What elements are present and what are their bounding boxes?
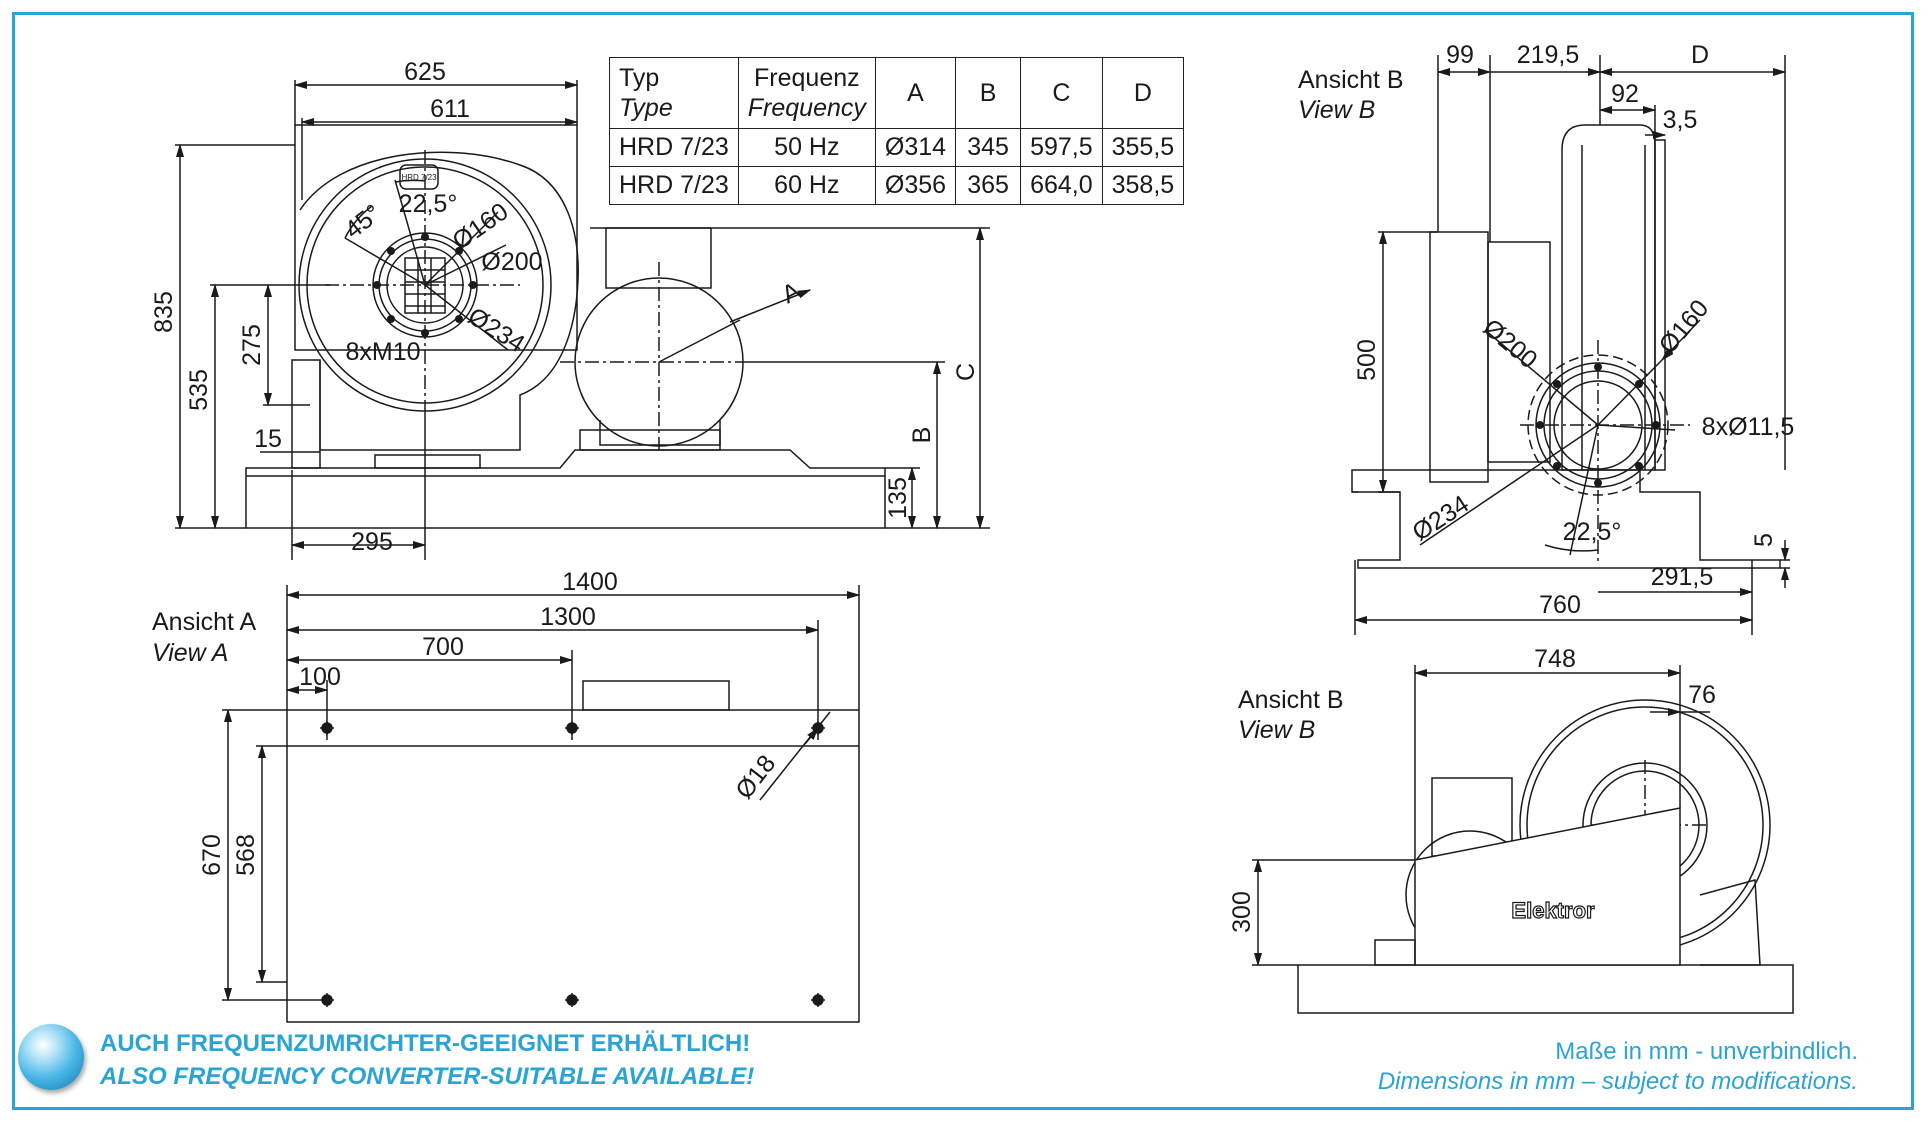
table-row: HRD 7/23 60 Hz Ø356 365 664,0 358,5	[609, 166, 1185, 205]
converter-note-de: AUCH FREQUENZUMRICHTER-GEEIGNET ERHÄLTLI…	[100, 1030, 751, 1057]
cell: 355,5	[1101, 128, 1185, 167]
name-plate-text: HRD 7/23	[401, 173, 437, 182]
dim-295: 295	[351, 528, 393, 556]
view-a-title-en: View A	[152, 639, 228, 667]
dim-5: 5	[1750, 533, 1778, 547]
front-view	[175, 80, 990, 560]
header-b: B	[955, 57, 1022, 129]
dim-C: C	[952, 363, 980, 381]
dim-535: 535	[185, 369, 213, 411]
dimensions-disclaimer: Maße in mm - unverbindlich. Dimensions i…	[1378, 1037, 1858, 1097]
cell: 50 Hz	[737, 128, 876, 167]
dim-15: 15	[254, 425, 282, 453]
cell: 345	[955, 128, 1022, 167]
cell: Ø356	[874, 166, 957, 205]
dim-3-5: 3,5	[1663, 106, 1698, 134]
dia-18: Ø18	[730, 750, 781, 804]
cell: 597,5	[1020, 128, 1103, 167]
dim-D: D	[1691, 41, 1709, 69]
cell: 664,0	[1020, 166, 1103, 205]
dim-B: B	[908, 427, 936, 444]
dim-99: 99	[1446, 41, 1474, 69]
dim-1300: 1300	[540, 603, 596, 631]
dim-700: 700	[422, 633, 464, 661]
side-view-b-bottom-labels: Ansicht B View B 748 76 300 Elektror	[1228, 645, 1716, 933]
dia-200: Ø200	[481, 248, 542, 276]
dim-300: 300	[1228, 891, 1256, 933]
dim-760: 760	[1539, 591, 1581, 619]
dim-1400: 1400	[562, 568, 618, 596]
brand-elektror: Elektror	[1511, 898, 1595, 923]
header-c: C	[1020, 57, 1103, 129]
view-b2-title-en: View B	[1238, 716, 1315, 744]
dim-500: 500	[1353, 339, 1381, 381]
dim-611: 611	[430, 95, 470, 123]
header-d: D	[1101, 57, 1185, 129]
disclaimer-en: Dimensions in mm – subject to modificati…	[1377, 1068, 1858, 1095]
dim-625: 625	[404, 58, 446, 86]
dim-92: 92	[1611, 80, 1639, 108]
dim-219-5: 219,5	[1517, 41, 1580, 69]
cell: 365	[955, 166, 1022, 205]
cell: HRD 7/23	[609, 128, 739, 167]
disclaimer-de: Maße in mm - unverbindlich.	[1555, 1038, 1858, 1065]
cell: Ø314	[874, 128, 957, 167]
side-view-b-top	[1351, 55, 1790, 635]
angle-22-5: 22,5°	[399, 190, 458, 218]
converter-note-en: ALSO FREQUENCY CONVERTER-SUITABLE AVAILA…	[100, 1063, 755, 1090]
view-b2-title-de: Ansicht B	[1238, 686, 1344, 714]
view-b-title-en: View B	[1298, 96, 1375, 124]
dia-160-side: Ø160	[1653, 294, 1714, 359]
angle-45: 45°	[340, 199, 387, 244]
dim-568: 568	[232, 834, 260, 876]
view-a-title-de: Ansicht A	[152, 608, 257, 636]
converter-note: AUCH FREQUENZUMRICHTER-GEEIGNET ERHÄLTLI…	[100, 1027, 754, 1093]
holes-8x11-5: 8xØ11,5	[1702, 413, 1795, 441]
table-row: HRD 7/23 50 Hz Ø314 345 597,5 355,5	[609, 128, 1185, 167]
info-bullet-icon	[18, 1024, 84, 1090]
cell: 358,5	[1101, 166, 1185, 205]
bolts-8xm10: 8xM10	[345, 338, 420, 366]
dim-76: 76	[1688, 681, 1716, 709]
cell: 60 Hz	[737, 166, 876, 205]
flange-bolt-holes	[373, 233, 477, 337]
page-frame	[12, 12, 1914, 1110]
view-a	[222, 585, 861, 1023]
view-b-title-de: Ansicht B	[1298, 66, 1404, 94]
view-a-labels: Ansicht A View A 1400 1300 700 100 Ø18 6…	[152, 568, 781, 876]
dim-100: 100	[299, 663, 341, 691]
dim-748: 748	[1534, 645, 1576, 673]
dim-670: 670	[198, 834, 226, 876]
side-view-b-bottom	[1252, 665, 1794, 1014]
dim-275: 275	[238, 324, 266, 366]
cell: HRD 7/23	[609, 166, 739, 205]
angle-22-5-side: 22,5°	[1563, 518, 1622, 546]
dim-835: 835	[150, 291, 178, 333]
dim-135: 135	[884, 477, 912, 519]
fan-name-plate	[399, 164, 439, 190]
header-a: A	[874, 57, 957, 129]
dim-291-5: 291,5	[1651, 563, 1714, 591]
